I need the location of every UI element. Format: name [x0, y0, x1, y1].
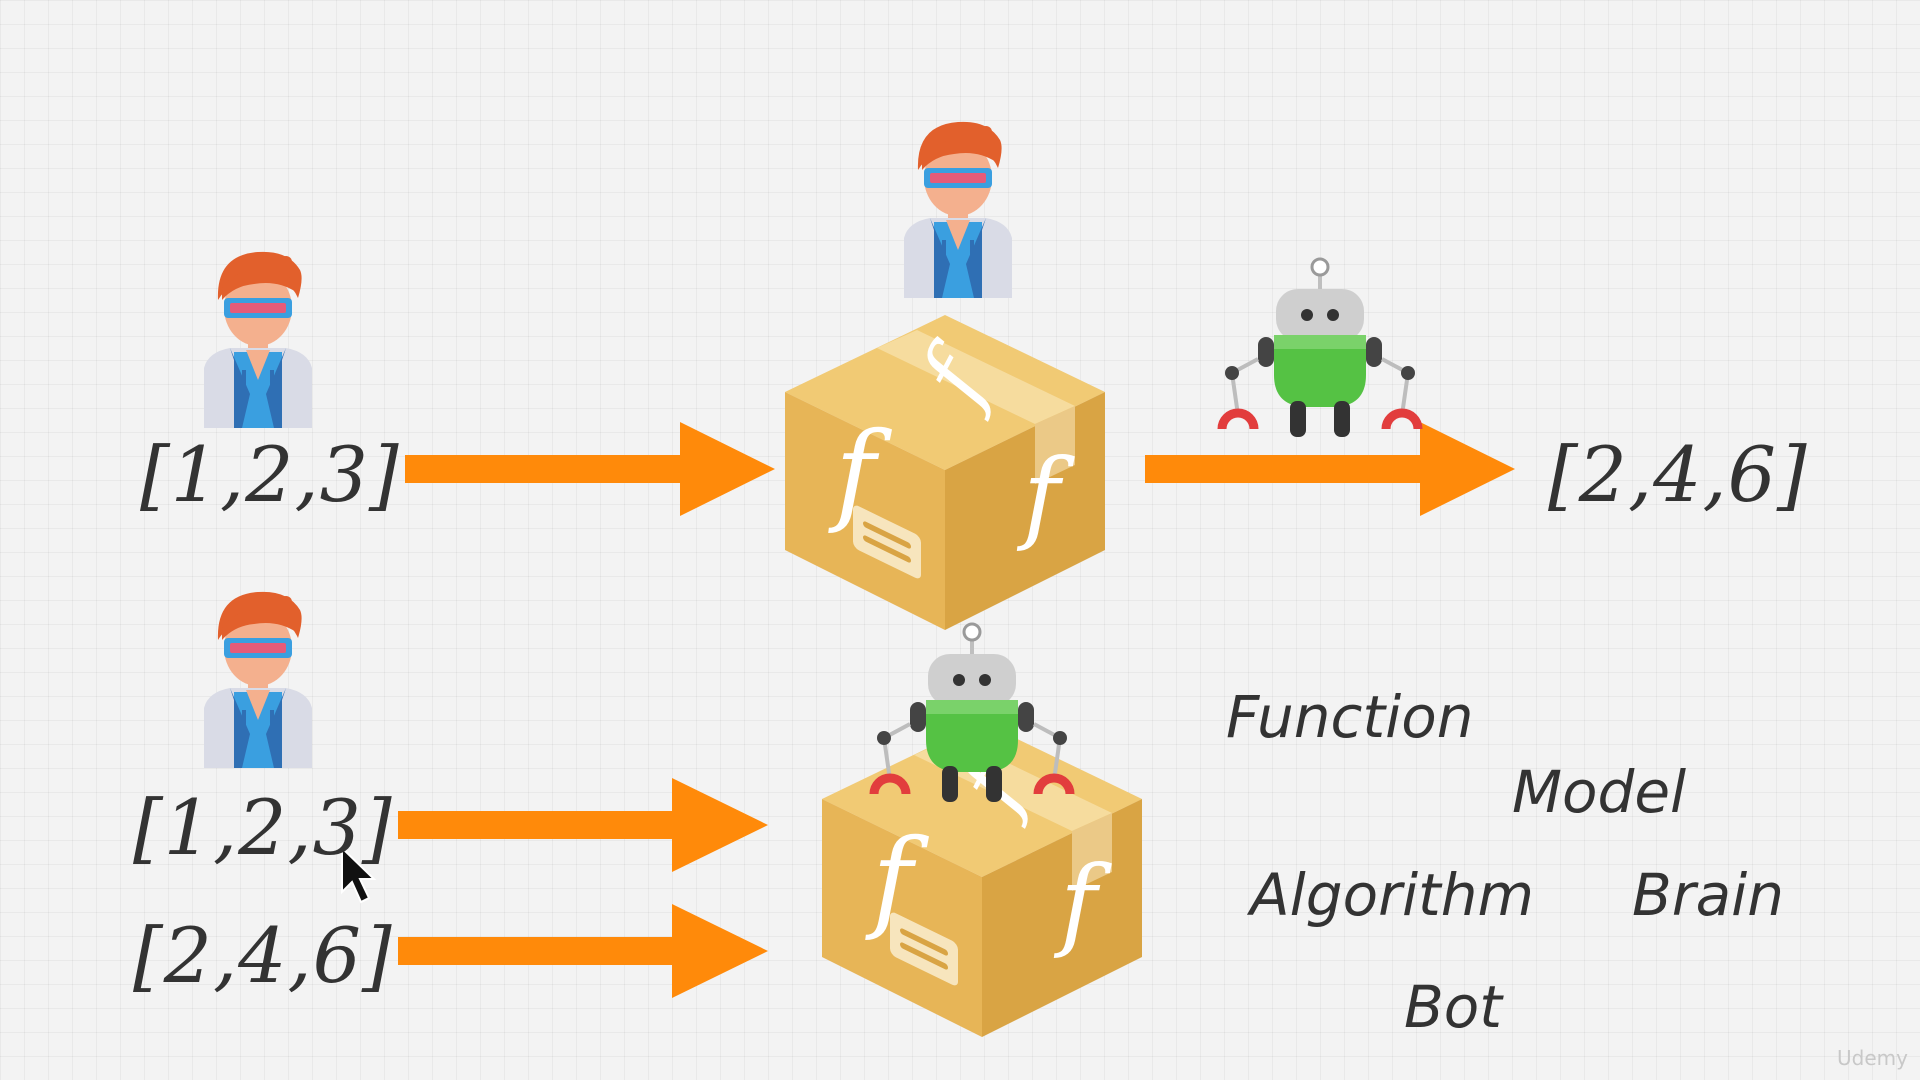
watermark-logo: Udemy — [1837, 1046, 1908, 1070]
person-icon — [202, 589, 314, 770]
term-model: Model — [1512, 758, 1687, 826]
arrow-icon — [398, 778, 768, 872]
top-output-array: [2,4,6] — [1548, 430, 1808, 519]
person-icon — [202, 249, 314, 430]
term-algorithm: Algorithm — [1250, 861, 1535, 929]
bottom-input-array: [1,2,3] — [133, 783, 393, 872]
arrow-icon — [398, 904, 768, 998]
arrow-icon — [1145, 422, 1515, 516]
robot-icon — [1222, 259, 1418, 437]
bottom-output-array: [2,4,6] — [133, 911, 393, 1000]
term-brain: Brain — [1632, 861, 1785, 929]
arrow-icon — [405, 422, 775, 516]
term-bot: Bot — [1404, 973, 1503, 1041]
term-function: Function — [1226, 683, 1474, 751]
cursor-icon — [341, 845, 377, 904]
box-icon — [785, 315, 1105, 630]
top-input-array: [1,2,3] — [140, 430, 400, 519]
person-icon — [902, 119, 1014, 301]
